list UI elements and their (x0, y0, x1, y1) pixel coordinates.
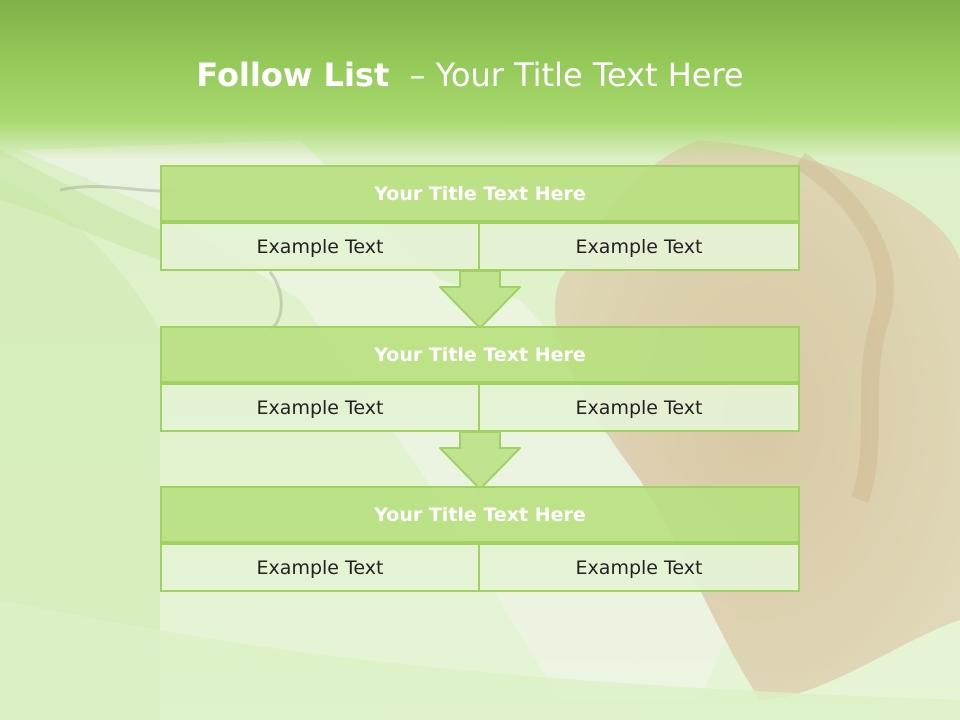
step-cell-left: Example Text (160, 543, 480, 592)
down-arrow-icon (439, 270, 521, 329)
slide-title: Follow List – Your Title Text Here (0, 52, 940, 98)
header-band (0, 0, 960, 160)
step-cell-left: Example Text (160, 222, 480, 271)
slide-title-separator: – (409, 56, 426, 94)
slide-title-rest: Your Title Text Here (435, 56, 744, 94)
step-cell-right: Example Text (480, 383, 800, 432)
slide-title-bold: Follow List (196, 56, 390, 94)
step-title: Your Title Text Here (160, 486, 800, 543)
step-title: Your Title Text Here (160, 165, 800, 222)
step-cell-left: Example Text (160, 383, 480, 432)
down-arrow-icon (439, 431, 521, 490)
step-cell-right: Example Text (480, 543, 800, 592)
step-title: Your Title Text Here (160, 326, 800, 383)
step-cell-right: Example Text (480, 222, 800, 271)
